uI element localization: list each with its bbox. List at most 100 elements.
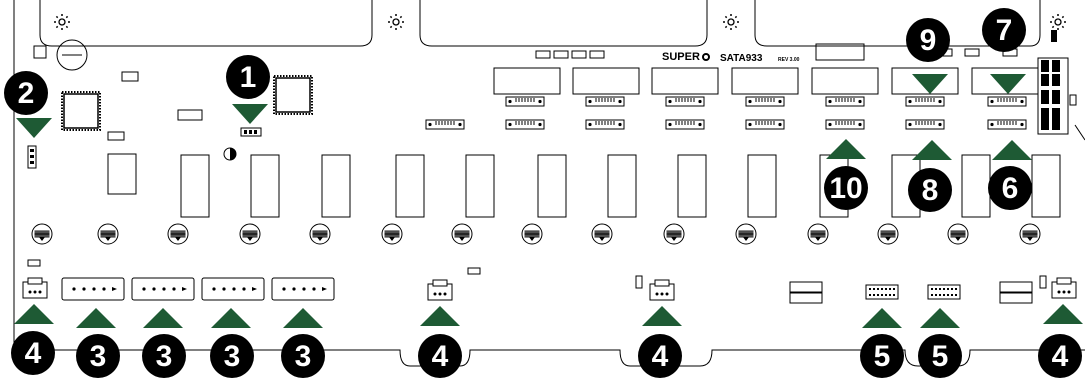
callout-5a: 5: [860, 308, 904, 378]
drive-slot: [1031, 154, 1061, 218]
controller-chip: [572, 67, 640, 95]
callout-number: 4: [432, 340, 449, 373]
ribbon-connector: [585, 96, 625, 107]
ribbon-connector: [905, 96, 945, 107]
drive-slot: [395, 154, 425, 218]
led-indicator: [167, 223, 189, 245]
fan-header: [1039, 275, 1077, 299]
ribbon-connector: [825, 96, 865, 107]
callout-badge: [906, 18, 950, 62]
callout-number: 3: [90, 340, 107, 373]
callout-number: 3: [224, 340, 241, 373]
led-indicator: [591, 223, 613, 245]
callout-10: 10: [824, 139, 868, 210]
callout-number: 9: [920, 24, 937, 57]
led-indicator: [807, 223, 829, 245]
callout-badge: [76, 334, 120, 378]
led-indicator: [97, 223, 119, 245]
callout-arrow-up-icon: [1043, 304, 1083, 324]
jumper-jp1: [240, 127, 262, 137]
callout-arrow-up-icon: [143, 308, 183, 328]
callout-badge: [1038, 334, 1082, 378]
mounting-hole-icon: [54, 14, 70, 30]
led-indicator: [1019, 223, 1041, 245]
callout-number: 10: [829, 172, 862, 205]
ribbon-connector: [505, 96, 545, 107]
led-indicator: [877, 223, 899, 245]
drive-slot: [677, 154, 707, 218]
callout-arrow-down-icon: [990, 74, 1026, 94]
callout-number: 4: [1052, 340, 1069, 373]
brand-label: SUPER: [662, 51, 700, 63]
callout-arrow-up-icon: [920, 308, 960, 328]
fan-header: [427, 267, 481, 301]
callout-arrow-down-icon: [912, 74, 948, 94]
pin-header: [927, 284, 961, 300]
controller-row: [493, 67, 1039, 95]
callout-arrow-down-icon: [16, 118, 52, 138]
mounting-hole-icon: [388, 14, 404, 30]
i2c-connector: [789, 281, 1033, 304]
ribbon-connector: [745, 119, 785, 130]
small-jumper-row: [535, 48, 1018, 59]
board-right-edge: [1074, 124, 1085, 141]
callout-arrow-up-icon: [862, 308, 902, 328]
drive-slot: [321, 154, 351, 218]
callout-number: 8: [922, 174, 939, 207]
callout-arrow-up-icon: [211, 308, 251, 328]
ribbon-connector: [987, 119, 1027, 130]
callout-3d: 3: [281, 308, 325, 378]
ribbon-connector: [585, 119, 625, 130]
callout-number: 4: [25, 337, 42, 370]
callout-arrow-down-icon: [232, 104, 268, 124]
right-component-column: [1037, 30, 1077, 135]
drive-slot: [747, 154, 777, 218]
drive-slot: [465, 154, 495, 218]
led-indicator: [663, 223, 685, 245]
callout-6: 6: [988, 140, 1032, 210]
callout-number: 6: [1002, 172, 1019, 205]
model-label: SATA933: [720, 53, 763, 64]
ribbon-connector: [905, 119, 945, 130]
resistor-pack: [177, 109, 203, 121]
controller-chip: [493, 67, 561, 95]
led-indicator: [521, 223, 543, 245]
callout-number: 5: [932, 340, 949, 373]
power-connector: [201, 277, 265, 301]
ribbon-connector-rows: [425, 96, 1027, 130]
controller-chip: [971, 67, 1039, 95]
callout-arrow-up-icon: [826, 139, 866, 159]
callout-number: 3: [295, 340, 312, 373]
callout-number: 1: [240, 61, 257, 94]
led-indicator: [451, 223, 473, 245]
callout-badge: [638, 334, 682, 378]
drive-slot: [107, 153, 137, 195]
mounting-hole-icon: [723, 14, 739, 30]
callout-4a: 4: [11, 304, 55, 375]
ribbon-connector: [665, 119, 705, 130]
callout-badge: [11, 331, 55, 375]
callout-badge: [4, 71, 48, 115]
power-connector: [61, 277, 125, 301]
jumper-jp2: [27, 145, 37, 169]
callout-arrow-up-icon: [642, 306, 682, 326]
callout-1: 1: [226, 55, 270, 124]
callout-badge: [824, 166, 868, 210]
callout-arrow-up-icon: [420, 306, 460, 326]
drive-slot: [607, 154, 637, 218]
callout-badge: [908, 168, 952, 212]
callout-8: 8: [908, 140, 952, 212]
callout-5b: 5: [918, 308, 962, 378]
led-row: [31, 223, 1041, 245]
callout-3b: 3: [142, 308, 186, 378]
resistor-pack: [815, 43, 865, 61]
callout-badge: [988, 166, 1032, 210]
chip-center: [273, 75, 313, 115]
board-top-edge: [39, 0, 1041, 47]
led-indicator: [381, 223, 403, 245]
callout-number: 4: [652, 340, 669, 373]
callout-badge: [418, 334, 462, 378]
callout-2: 2: [4, 71, 52, 138]
buzzer: [56, 39, 88, 71]
